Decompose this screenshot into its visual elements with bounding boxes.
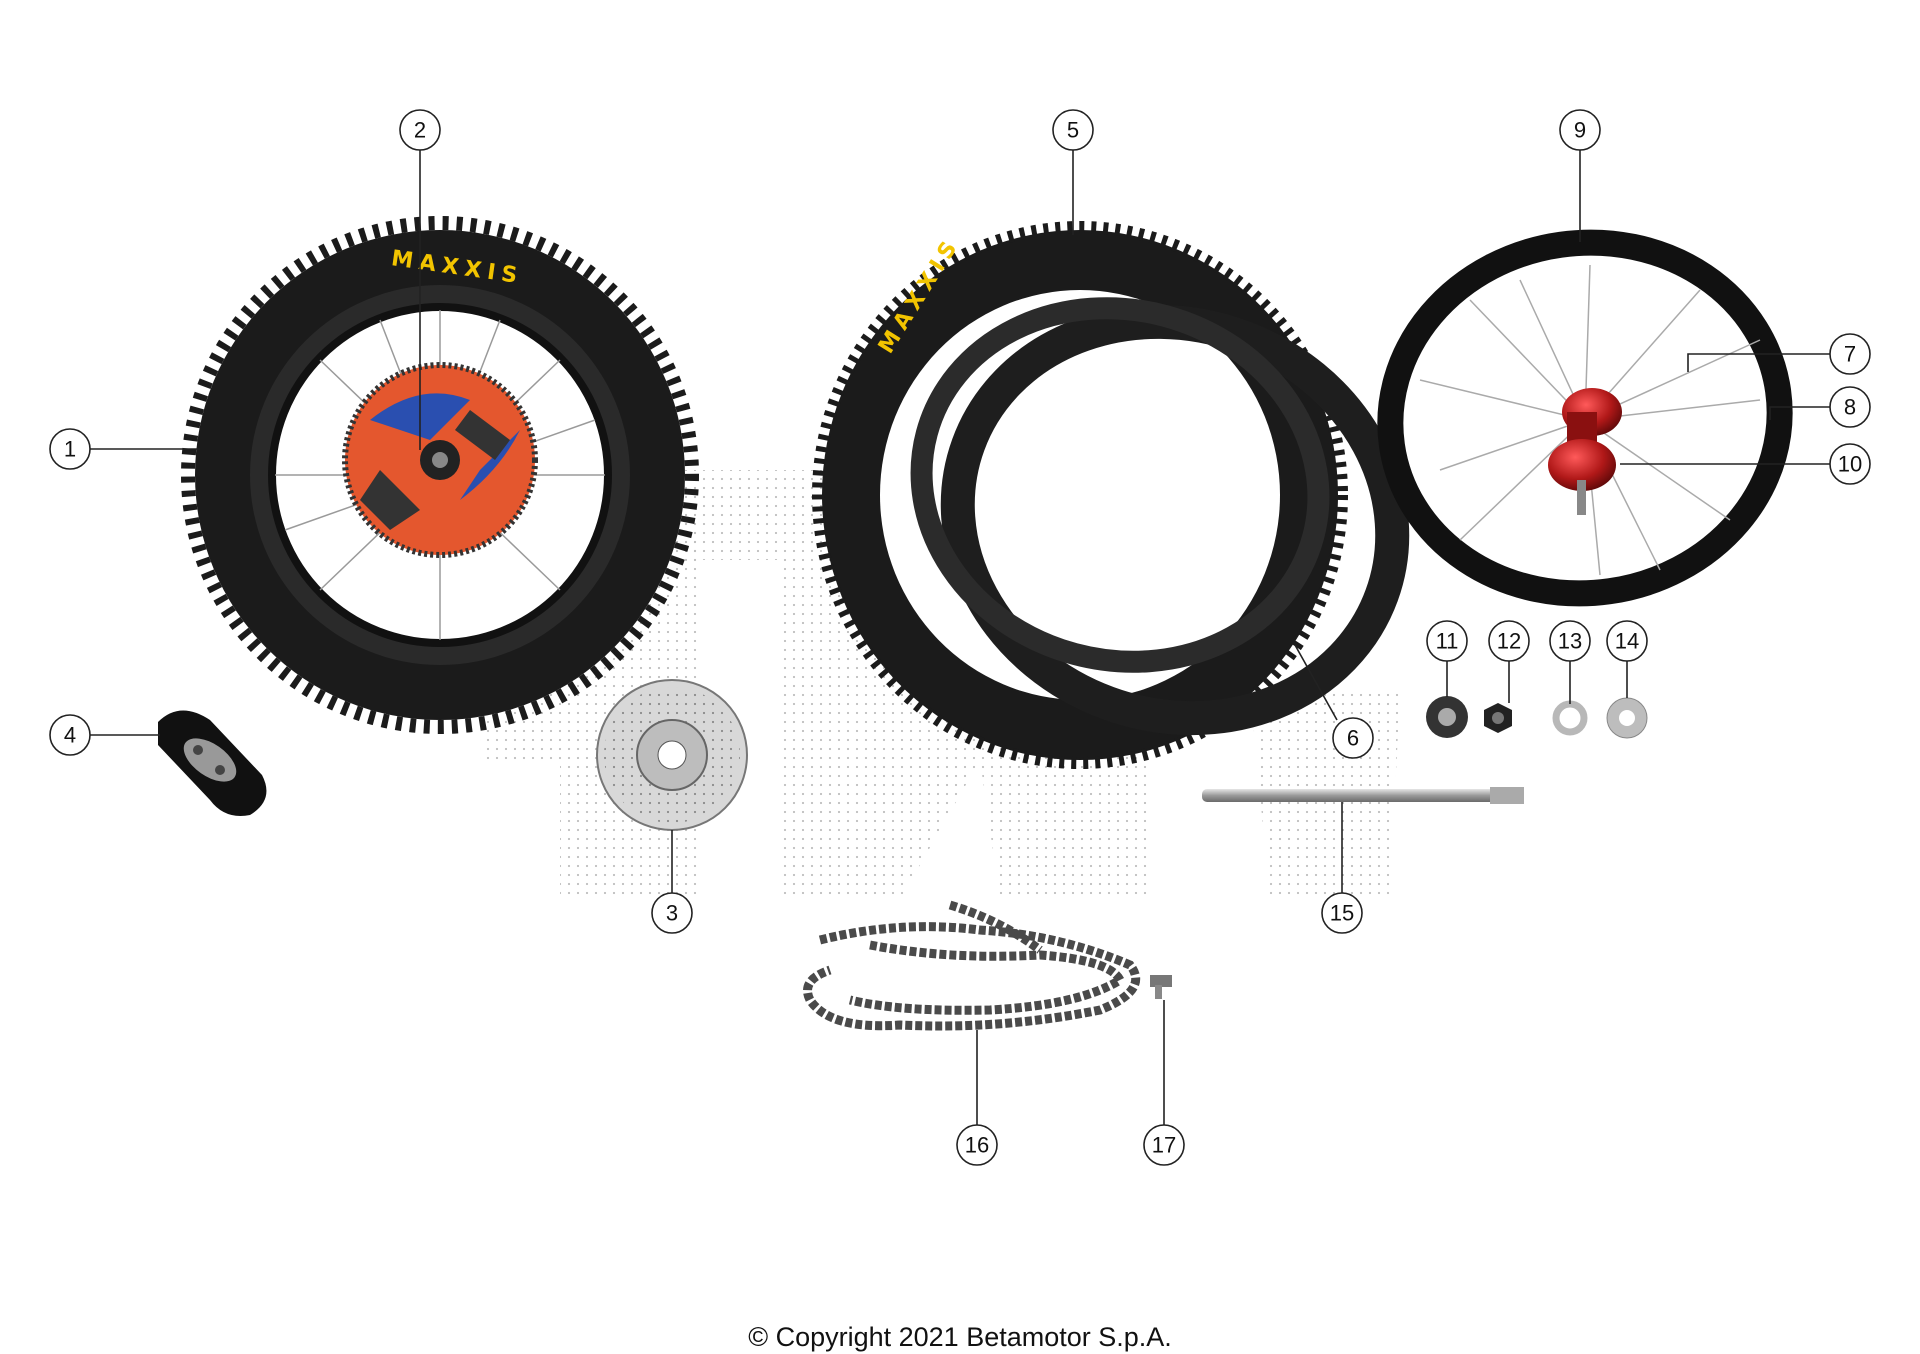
callout-14-label: 14: [1615, 629, 1639, 654]
callout-8: 8: [1829, 386, 1871, 428]
chain-16: [803, 900, 1141, 1031]
callout-5: 5: [1052, 109, 1094, 151]
callout-10: 10: [1829, 443, 1871, 485]
callout-7-label: 7: [1844, 342, 1856, 367]
callout-2-label: 2: [414, 118, 426, 143]
callout-14: 14: [1606, 620, 1648, 662]
callout-13: 13: [1549, 620, 1591, 662]
leader-lines: [90, 150, 1830, 1128]
callout-15: 15: [1321, 892, 1363, 934]
axle-15: [1202, 787, 1524, 804]
callout-2: 2: [399, 109, 441, 151]
callout-11: 11: [1426, 620, 1468, 662]
callout-9-label: 9: [1574, 118, 1586, 143]
callout-15-label: 15: [1330, 901, 1354, 926]
callout-7: 7: [1829, 333, 1871, 375]
callout-8-label: 8: [1844, 395, 1856, 420]
washer-13: [1552, 700, 1588, 736]
callout-3: 3: [651, 892, 693, 934]
callout-11-label: 11: [1436, 629, 1459, 654]
callout-16-label: 16: [965, 1133, 989, 1158]
brake-disc: [596, 679, 748, 831]
callout-12-label: 12: [1497, 629, 1521, 654]
callout-4-label: 4: [64, 723, 76, 748]
callout-13-label: 13: [1558, 629, 1582, 654]
callout-3-label: 3: [666, 901, 678, 926]
callout-5-label: 5: [1067, 118, 1079, 143]
copyright-notice: © Copyright 2021 Betamotor S.p.A.: [748, 1322, 1172, 1352]
callout-6: 6: [1332, 717, 1374, 759]
nut-12: [1484, 703, 1512, 733]
callout-16: 16: [956, 1124, 998, 1166]
tire-and-inner-tube: MAXXIS: [812, 221, 1410, 769]
chain-guide: [158, 710, 267, 816]
callout-1: 1: [49, 428, 91, 470]
callout-1-label: 1: [64, 437, 76, 462]
callout-10-label: 10: [1838, 452, 1862, 477]
spacer-11: [1426, 696, 1468, 738]
rear-wheel-assembly: MAXXIS: [181, 216, 699, 734]
rim-and-hub: [1377, 229, 1793, 607]
callout-17: 17: [1143, 1124, 1185, 1166]
washer-14: [1606, 697, 1648, 739]
callout-12: 12: [1488, 620, 1530, 662]
callout-4: 4: [49, 714, 91, 756]
master-link-17: [1150, 975, 1172, 999]
callout-9: 9: [1559, 109, 1601, 151]
callout-17-label: 17: [1152, 1133, 1176, 1158]
callout-6-label: 6: [1347, 726, 1359, 751]
